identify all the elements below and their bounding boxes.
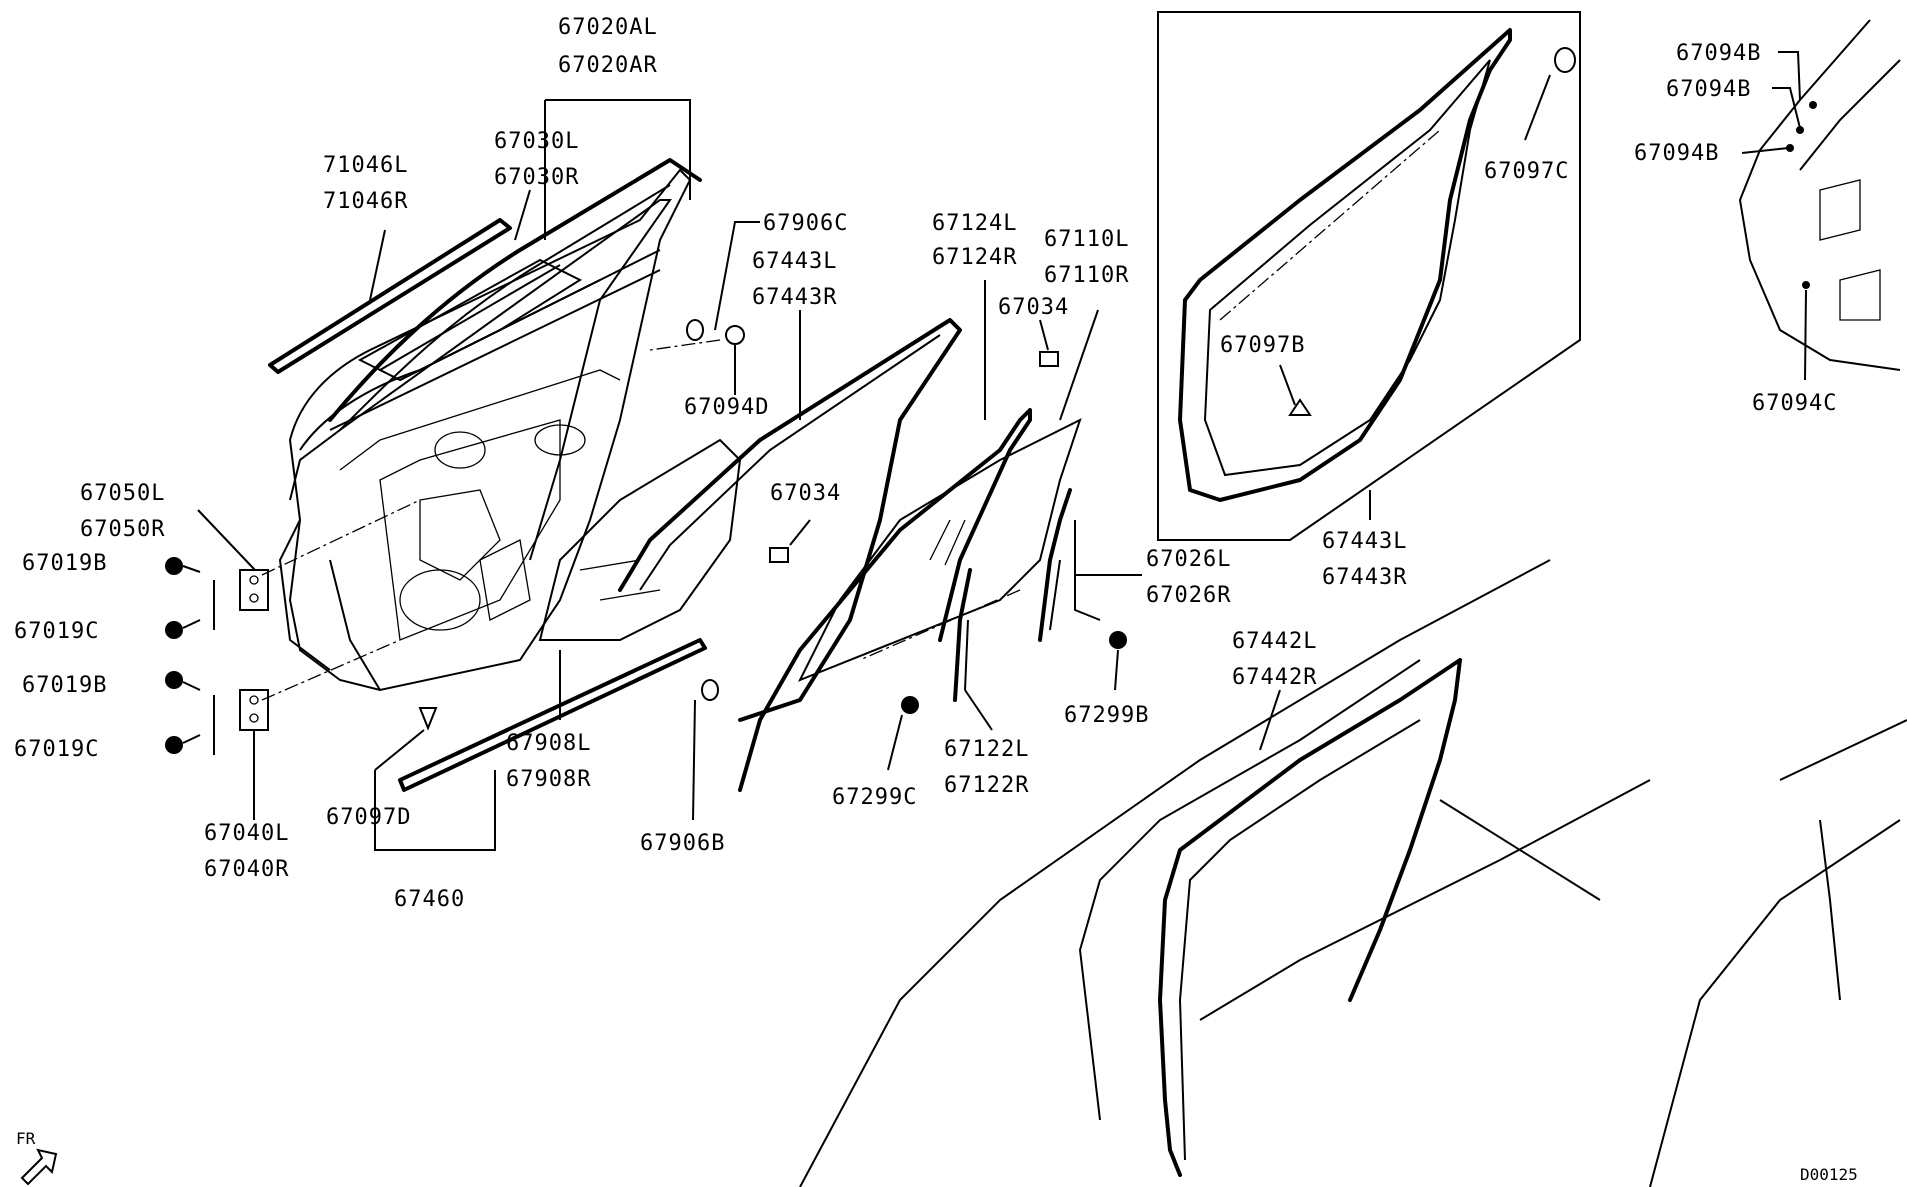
- leader-lines: [197, 51, 1807, 851]
- clip-67097C[interactable]: [1554, 47, 1576, 73]
- bracket-67026[interactable]: [1038, 488, 1072, 642]
- car-body-outline: [799, 559, 1907, 1187]
- label-67443L-lower[interactable]: 67443L: [1322, 529, 1407, 554]
- clip-67097D[interactable]: [418, 707, 438, 731]
- bolt-67299C[interactable]: [901, 696, 919, 714]
- label-67026L[interactable]: 67026L: [1146, 547, 1231, 572]
- label-67110R[interactable]: 67110R: [1044, 263, 1129, 288]
- bolt-67019B-lower[interactable]: [165, 671, 201, 691]
- clip-67034-upper[interactable]: [1039, 351, 1059, 367]
- label-67094B-1[interactable]: 67094B: [1676, 41, 1761, 66]
- label-67908R[interactable]: 67908R: [506, 767, 591, 792]
- weatherstrip-67442[interactable]: [1158, 658, 1462, 1177]
- window-frame-67030[interactable]: [328, 158, 702, 431]
- label-67019C-upper[interactable]: 67019C: [14, 619, 99, 644]
- label-67019B-upper[interactable]: 67019B: [22, 551, 107, 576]
- front-door-shell[interactable]: [278, 168, 692, 692]
- label-67034-upper[interactable]: 67034: [998, 295, 1069, 320]
- door-seal-67460[interactable]: [398, 638, 707, 792]
- label-67124L[interactable]: 67124L: [932, 211, 1017, 236]
- label-diagram-code: D00125: [1800, 1165, 1858, 1184]
- label-67443L-upper[interactable]: 67443L: [752, 249, 837, 274]
- label-67094B-2[interactable]: 67094B: [1666, 77, 1751, 102]
- label-67110L[interactable]: 67110L: [1044, 227, 1129, 252]
- label-71046R[interactable]: 71046R: [323, 189, 408, 214]
- bolt-67019C-upper[interactable]: [165, 619, 201, 639]
- label-67122R[interactable]: 67122R: [944, 773, 1029, 798]
- hinge-lower-67040[interactable]: [239, 689, 269, 731]
- label-67097C[interactable]: 67097C: [1484, 159, 1569, 184]
- inner-trim-67908[interactable]: [538, 438, 742, 641]
- clip-67906B[interactable]: [701, 679, 719, 701]
- label-67443R-lower[interactable]: 67443R: [1322, 565, 1407, 590]
- label-67020AR[interactable]: 67020AR: [558, 53, 658, 78]
- label-67094B-3[interactable]: 67094B: [1634, 141, 1719, 166]
- label-67030R[interactable]: 67030R: [494, 165, 579, 190]
- bolt-67299B[interactable]: [1109, 631, 1127, 649]
- label-67442R[interactable]: 67442R: [1232, 665, 1317, 690]
- clip-67034-lower[interactable]: [769, 547, 789, 563]
- label-67299B[interactable]: 67299B: [1064, 703, 1149, 728]
- bolt-67019B-upper[interactable]: [165, 557, 201, 575]
- body-pillar-detail: [1738, 19, 1901, 371]
- label-67030L[interactable]: 67030L: [494, 129, 579, 154]
- door-glass-67110[interactable]: [797, 418, 1082, 682]
- label-67906B[interactable]: 67906B: [640, 831, 725, 856]
- label-direction: FR: [16, 1129, 36, 1148]
- door-moulding-71046[interactable]: [268, 218, 512, 374]
- label-67460[interactable]: 67460: [394, 887, 465, 912]
- label-67097D[interactable]: 67097D: [326, 805, 411, 830]
- label-67040L[interactable]: 67040L: [204, 821, 289, 846]
- hinge-upper-67050[interactable]: [239, 569, 269, 611]
- label-67443R-upper[interactable]: 67443R: [752, 285, 837, 310]
- clip-67906C[interactable]: [686, 319, 704, 341]
- label-67094D[interactable]: 67094D: [684, 395, 769, 420]
- label-67019C-lower[interactable]: 67019C: [14, 737, 99, 762]
- inset-door-seal-box: [1157, 11, 1581, 541]
- label-67299C[interactable]: 67299C: [832, 785, 917, 810]
- front-direction-arrow-icon: [20, 1148, 58, 1186]
- label-67124R[interactable]: 67124R: [932, 245, 1017, 270]
- label-67908L[interactable]: 67908L: [506, 731, 591, 756]
- glass-run-67443[interactable]: [618, 318, 962, 722]
- weatherstrip-67124[interactable]: [738, 408, 1032, 792]
- label-67020AL[interactable]: 67020AL: [558, 15, 658, 40]
- bolt-67019C-lower[interactable]: [165, 734, 201, 754]
- label-67019B-lower[interactable]: 67019B: [22, 673, 107, 698]
- glass-channel-67122[interactable]: [953, 568, 972, 702]
- label-67122L[interactable]: 67122L: [944, 737, 1029, 762]
- label-71046L[interactable]: 71046L: [323, 153, 408, 178]
- label-67026R[interactable]: 67026R: [1146, 583, 1231, 608]
- part-labels: 67020AL 67020AR 67030L 67030R 71046L 710…: [14, 15, 1858, 1184]
- label-67040R[interactable]: 67040R: [204, 857, 289, 882]
- label-67050L[interactable]: 67050L: [80, 481, 165, 506]
- label-67050R[interactable]: 67050R: [80, 517, 165, 542]
- clip-67094D[interactable]: [725, 325, 745, 345]
- label-67094C[interactable]: 67094C: [1752, 391, 1837, 416]
- label-67442L[interactable]: 67442L: [1232, 629, 1317, 654]
- label-67097B[interactable]: 67097B: [1220, 333, 1305, 358]
- label-67906C[interactable]: 67906C: [763, 211, 848, 236]
- label-67034-lower[interactable]: 67034: [770, 481, 841, 506]
- clip-67097B[interactable]: [1288, 398, 1312, 416]
